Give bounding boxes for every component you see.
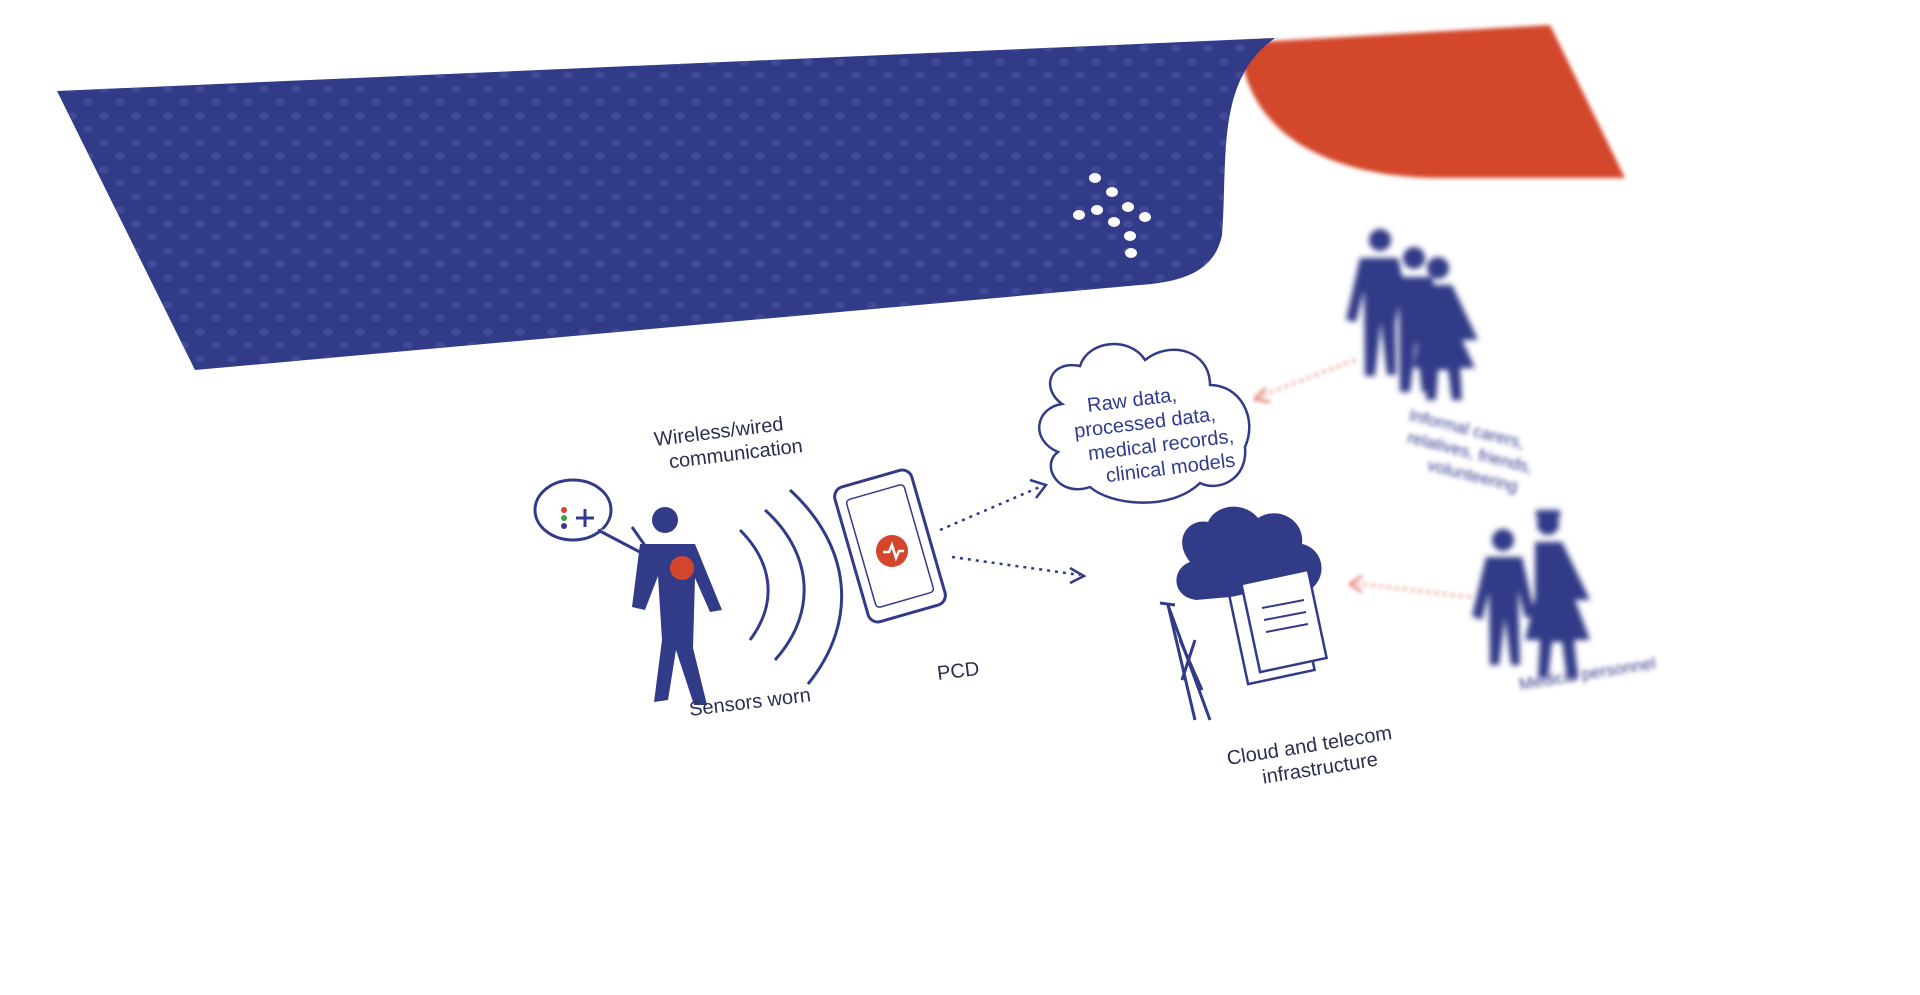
smartphone-heart-icon [832, 468, 947, 625]
data-flow-arrows [940, 480, 1084, 583]
medical-staff-icon [1472, 510, 1590, 678]
cloud-infrastructure-icon [1160, 507, 1327, 720]
navy-dot-pattern [57, 38, 1275, 370]
orange-band [1240, 25, 1625, 178]
label-pcd: PCD [936, 658, 981, 685]
person-with-sensor-icon [535, 480, 722, 705]
server-document-icon [1229, 570, 1326, 684]
label-medical-personnel: Medical personnel [1518, 654, 1657, 694]
telecom-tower-icon [1160, 603, 1210, 720]
wireless-waves-icon [740, 490, 842, 684]
label-infrastructure: Cloud and telecom infrastructure [1225, 721, 1402, 793]
family-group-icon [1346, 229, 1478, 400]
label-informal-carers: Informal carers, relatives, friends, vol… [1396, 405, 1544, 499]
label-communication: Wireless/wired communication [653, 411, 804, 475]
label-sensors-worn: Sensors worn [688, 684, 812, 721]
